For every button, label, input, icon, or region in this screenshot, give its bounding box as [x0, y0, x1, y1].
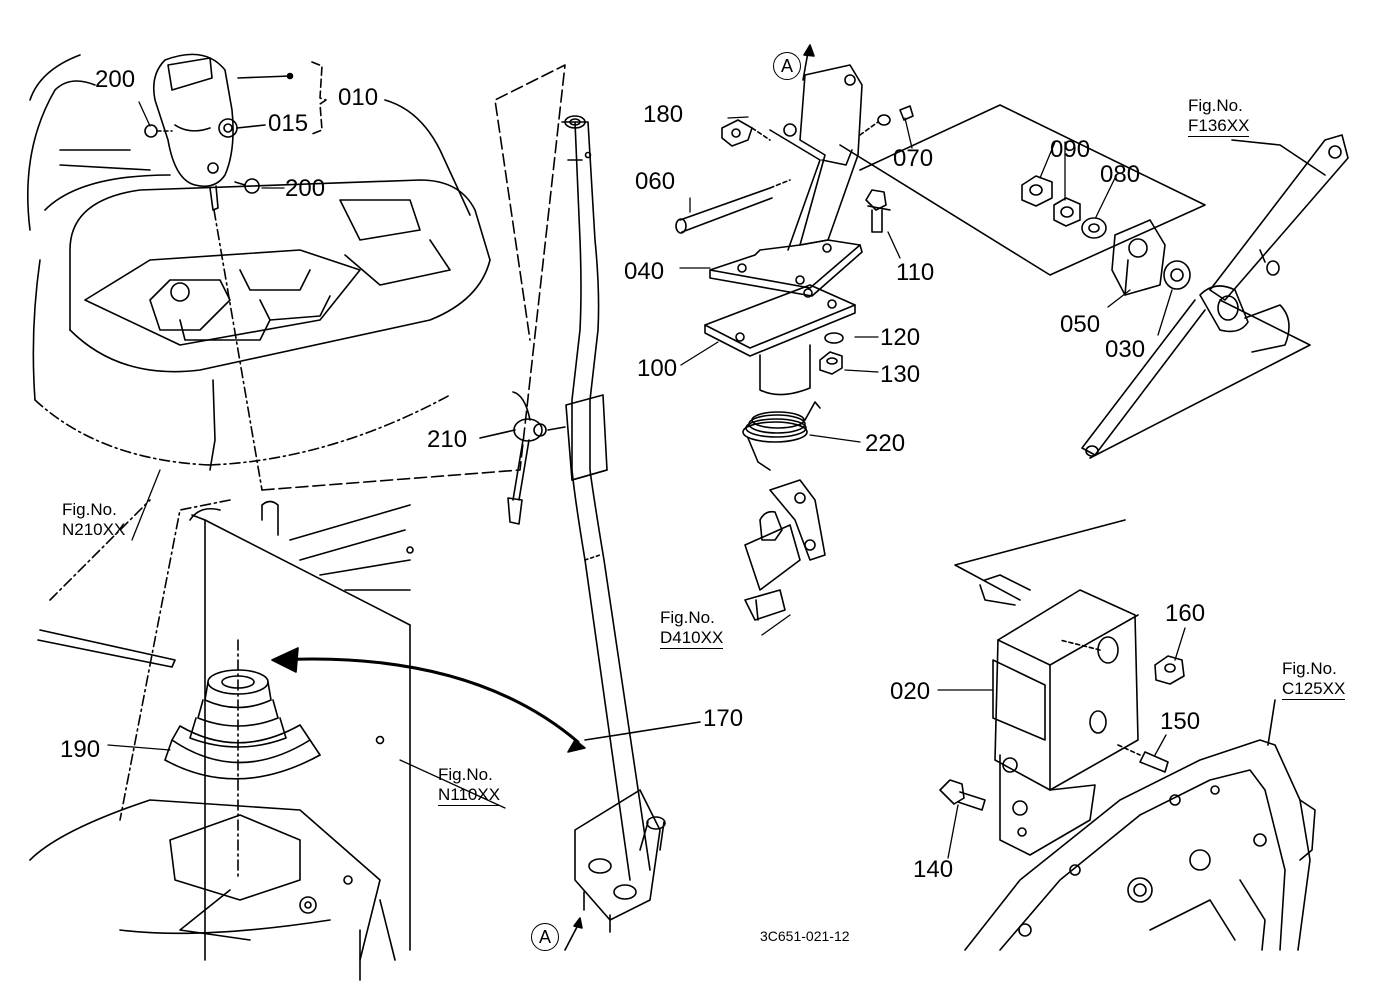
shift-lever-rod	[561, 115, 666, 933]
part-label-090: 090	[1050, 136, 1091, 163]
figref-d410-caption: Fig.No.	[660, 608, 715, 627]
part-label-100: 100	[637, 355, 678, 382]
shift-arm-f136	[1081, 134, 1349, 457]
bracket-040	[709, 64, 863, 297]
rubber-boot	[164, 639, 321, 881]
lower-guide	[954, 519, 1126, 601]
floor-panel	[29, 499, 414, 981]
figref-c125: Fig.No. C125XX	[1282, 659, 1346, 701]
bracket-group-guide	[839, 104, 1311, 459]
nut-070	[859, 105, 914, 136]
collar-030	[1163, 260, 1191, 290]
figref-c125-caption: Fig.No.	[1282, 659, 1337, 678]
screw-200-lower	[234, 178, 260, 194]
part-label-140: 140	[913, 856, 954, 883]
part-label-200-top: 200	[95, 66, 136, 93]
figref-n210-caption: Fig.No.	[62, 500, 117, 519]
marker-a-bottom: A	[531, 923, 559, 951]
part-label-070: 070	[893, 145, 934, 172]
figref-f136-code: F136XX	[1188, 116, 1250, 138]
figref-d410-code: D410XX	[660, 628, 724, 650]
part-label-080: 080	[1100, 161, 1141, 188]
part-label-170: 170	[703, 705, 744, 732]
nut-090-pair	[1021, 175, 1081, 227]
bolt-060	[675, 179, 791, 234]
bolt-110	[865, 189, 891, 233]
marker-a-top: A	[773, 52, 801, 80]
plate-100	[704, 284, 856, 396]
figref-n110: Fig.No. N110XX	[438, 765, 501, 807]
washer-120	[824, 332, 844, 344]
drawing-code: 3C651-021-12	[760, 928, 850, 944]
part-label-150: 150	[1160, 708, 1201, 735]
switch-210	[507, 391, 566, 525]
part-label-015: 015	[268, 110, 309, 137]
part-label-190: 190	[60, 736, 101, 763]
assembly-arrow	[273, 657, 580, 744]
part-label-110: 110	[896, 259, 935, 286]
linkage-d410	[744, 479, 826, 621]
part-label-210: 210	[427, 426, 468, 453]
part-label-120: 120	[880, 324, 921, 351]
figref-n110-caption: Fig.No.	[438, 765, 493, 784]
part-label-030: 030	[1105, 336, 1146, 363]
figref-n210-code: N210XX	[62, 519, 126, 539]
screw-200-left	[144, 124, 173, 138]
part-label-130: 130	[880, 361, 921, 388]
figref-f136: Fig.No. F136XX	[1188, 96, 1250, 138]
nut-160	[1154, 655, 1185, 685]
part-label-180: 180	[643, 101, 684, 128]
bracket-050	[1111, 219, 1166, 296]
nut-180	[721, 119, 771, 147]
part-label-200-bottom: 200	[285, 175, 326, 202]
stud-150	[1117, 744, 1169, 773]
leader-lines	[107, 101, 1186, 859]
part-label-060: 060	[635, 168, 676, 195]
shift-knob	[152, 53, 263, 491]
figref-f136-caption: Fig.No.	[1188, 96, 1243, 115]
nut-130	[819, 351, 843, 375]
part-label-020: 020	[890, 678, 931, 705]
part-label-050: 050	[1060, 311, 1101, 338]
transmission-housing-c125	[964, 699, 1316, 951]
part-label-160: 160	[1165, 600, 1206, 627]
figref-c125-code: C125XX	[1282, 679, 1346, 701]
shaft-block-020	[979, 574, 1139, 856]
bolt-140	[939, 779, 986, 811]
figref-n110-code: N110XX	[438, 785, 501, 807]
washer-080	[1081, 217, 1107, 239]
part-label-220: 220	[865, 430, 906, 457]
spring-220	[742, 401, 821, 471]
console-panel	[26, 54, 491, 471]
figref-d410: Fig.No. D410XX	[660, 608, 724, 650]
part-label-040: 040	[624, 258, 665, 285]
figref-n210: Fig.No. N210XX	[62, 500, 125, 539]
part-label-010: 010	[338, 84, 379, 111]
